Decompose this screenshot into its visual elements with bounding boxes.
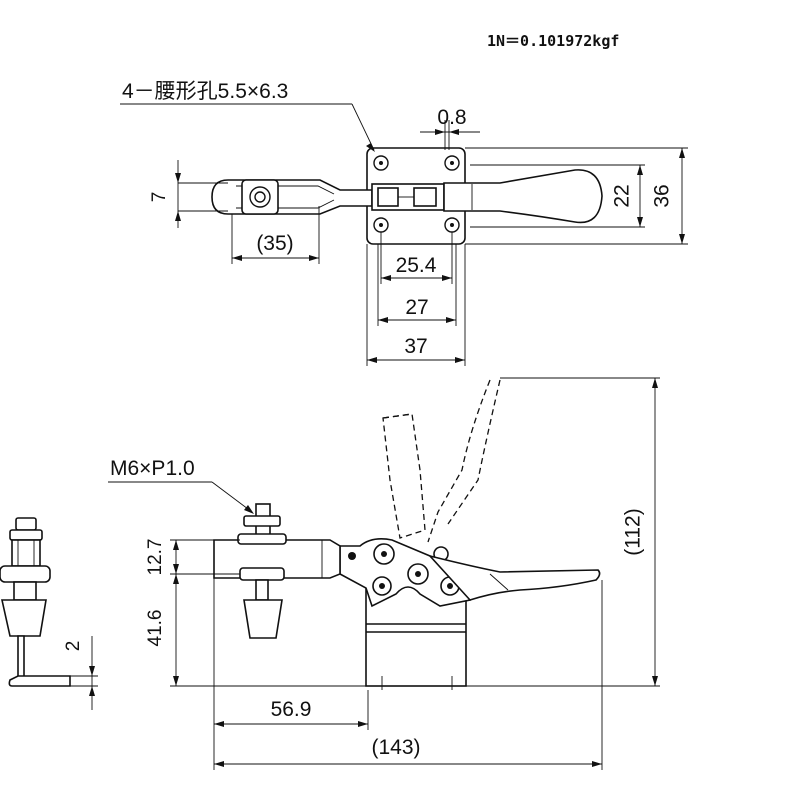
- top-spindle-nut: [241, 179, 279, 215]
- dim-27-label: 27: [405, 296, 428, 319]
- top-handle: [443, 169, 603, 224]
- dim-143-label: (143): [371, 736, 420, 759]
- dim-25-4-label: 25.4: [396, 254, 437, 277]
- dim-36-label: 36: [651, 184, 674, 207]
- upper-nut: [243, 515, 281, 527]
- side-body: [339, 538, 472, 608]
- end-spindle-body: [11, 539, 41, 567]
- dim-35-label: (35): [256, 232, 293, 255]
- dim-12-7-label: 12.7: [145, 539, 166, 576]
- spindle-rubber-tip: [243, 599, 283, 639]
- side-view: M6×P1.0 12.7 41.6 (112) 56.9: [108, 377, 660, 770]
- dim-0-8-label: 0.8: [437, 106, 466, 129]
- hole-callout-label: 4－腰形孔5.5×6.3: [122, 80, 288, 103]
- dim-2-label: 2: [63, 641, 84, 652]
- unit-conversion-note: 1N＝0.101972kgf: [487, 32, 619, 50]
- top-clamp-arm: [211, 179, 373, 215]
- dim-112-label: (112): [622, 508, 645, 555]
- dim-56-9-label: 56.9: [271, 698, 312, 721]
- side-handle: [427, 554, 601, 601]
- end-base-flange: [8, 675, 71, 687]
- dim-22-label: 22: [611, 184, 634, 207]
- open-position-handle: [427, 379, 491, 543]
- open-position-arm: [382, 413, 426, 539]
- grease-point: [348, 552, 356, 560]
- dim-41-6-label: 41.6: [145, 610, 166, 647]
- top-view: 7 (35) 4－腰形孔5.5×6.3 0.8 22 36: [120, 80, 688, 366]
- end-view: 2: [0, 517, 98, 710]
- end-clamp-bar: [0, 565, 51, 583]
- end-rubber-tip: [1, 599, 47, 637]
- dim-7-label: 7: [149, 192, 170, 203]
- thread-callout-label: M6×P1.0: [110, 457, 195, 480]
- dim-37-label: 37: [404, 335, 427, 358]
- lower-nut: [239, 567, 285, 581]
